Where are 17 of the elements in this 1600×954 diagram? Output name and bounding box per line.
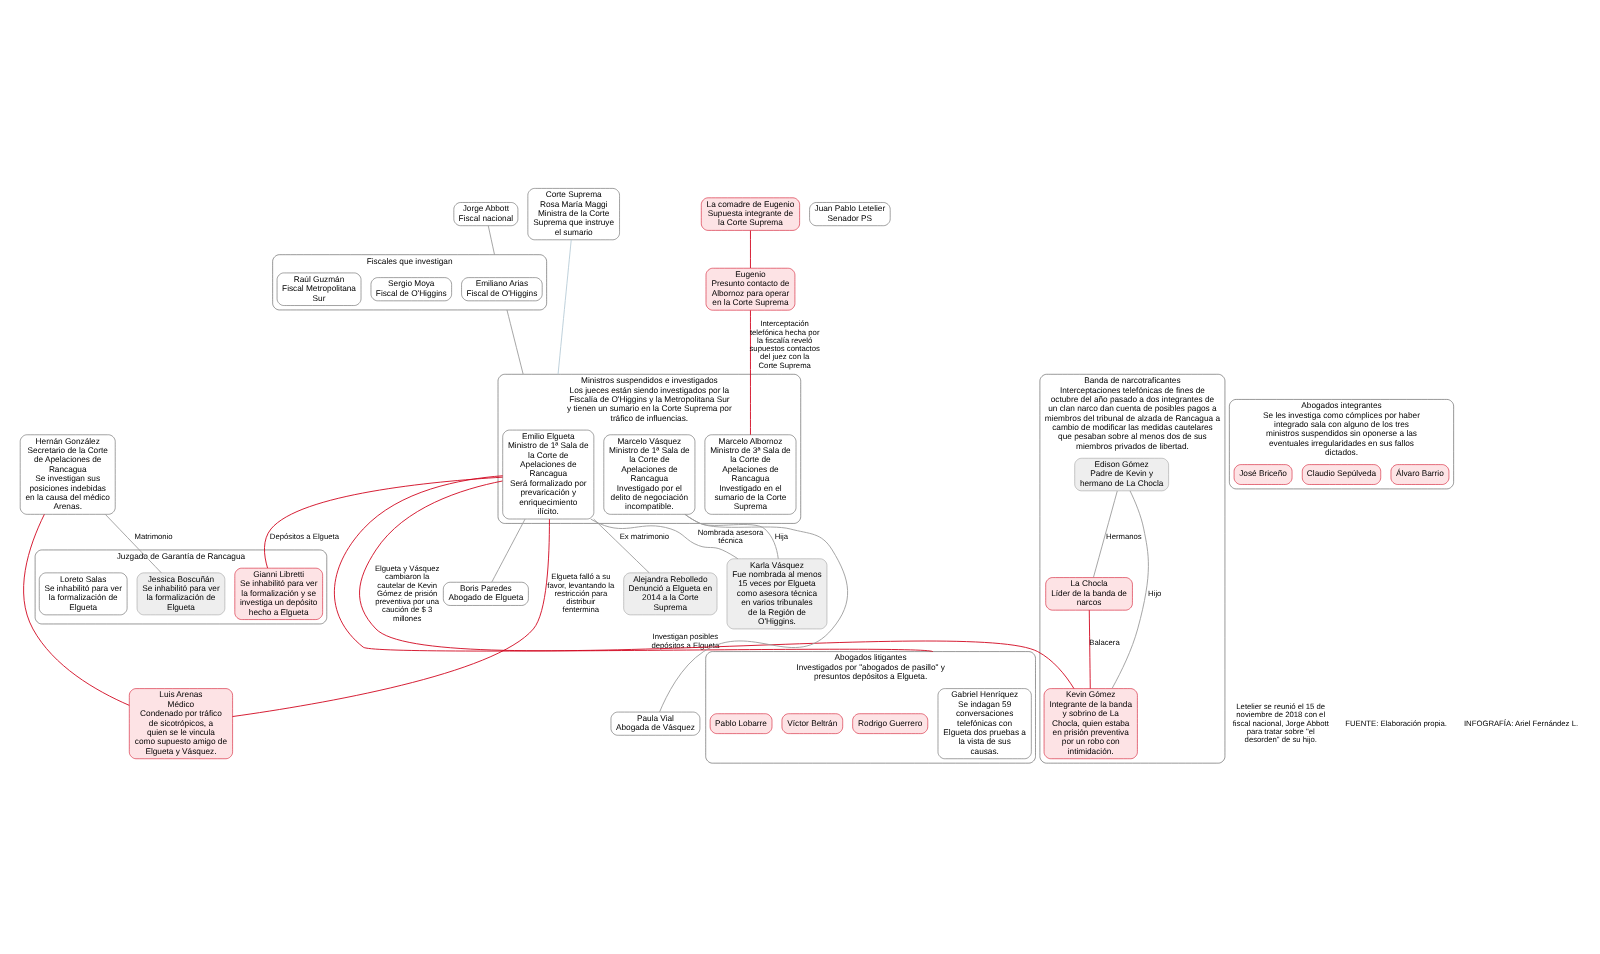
connector [332,474,933,652]
connector [358,479,1074,688]
connector [263,475,503,568]
connector [486,224,494,255]
connector [505,308,523,374]
connector [556,238,571,374]
connector [658,512,848,712]
connector [592,517,649,573]
connector [749,229,750,268]
connector [22,512,129,705]
connector [749,308,750,435]
connector [1110,489,1148,688]
connector [104,513,161,573]
connector [1087,608,1090,688]
connector [490,517,525,582]
connector [1092,489,1117,577]
connector [589,517,738,559]
